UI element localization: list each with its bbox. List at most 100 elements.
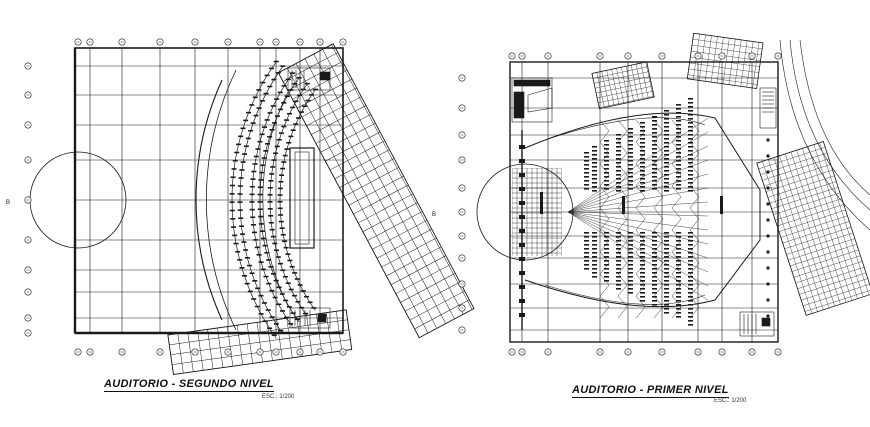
seating-area <box>195 60 318 339</box>
control-booth <box>289 147 315 249</box>
stair-block-bottom <box>739 311 775 337</box>
axis-bubble <box>748 348 756 356</box>
axis-bubble <box>694 348 702 356</box>
section-mark-right: B <box>432 212 436 218</box>
axis-bubble <box>24 288 32 296</box>
axis-bubble <box>508 52 516 60</box>
axis-bubble <box>596 348 604 356</box>
axis-bubble <box>118 348 126 356</box>
axis-bubble <box>24 314 32 322</box>
axis-bubble <box>458 304 466 312</box>
axis-bubble <box>718 348 726 356</box>
axis-bubble <box>191 38 199 46</box>
grid-lines-vertical <box>89 48 321 333</box>
axis-bubble <box>316 348 324 356</box>
axis-bubble <box>156 38 164 46</box>
axis-bubble <box>624 52 632 60</box>
axis-bubble <box>339 38 347 46</box>
stair-block <box>287 67 331 91</box>
rotated-grid-panel <box>277 43 475 339</box>
axis-bubble <box>24 236 32 244</box>
axis-bubble <box>458 131 466 139</box>
plan-primer-nivel: B <box>432 32 870 356</box>
axis-bubble <box>748 52 756 60</box>
axis-bubble <box>458 232 466 240</box>
seat-row <box>277 88 318 311</box>
axis-bubble <box>272 38 280 46</box>
sightlines <box>567 117 709 319</box>
seating-area <box>540 98 723 326</box>
seat-row <box>628 128 633 294</box>
axis-bubble <box>296 348 304 356</box>
service-block <box>511 77 553 123</box>
stair-block-right <box>759 87 777 129</box>
scale-segundo-nivel: ESC.: 1/200 <box>262 394 295 400</box>
seat-row <box>616 134 621 290</box>
axis-bubble <box>156 348 164 356</box>
axis-bubble <box>24 266 32 274</box>
seat-row <box>676 104 681 318</box>
axis-bubble <box>658 348 666 356</box>
axis-bubble <box>24 196 32 204</box>
seat-row <box>604 140 609 282</box>
axis-bubble <box>518 52 526 60</box>
axis-bubble <box>256 38 264 46</box>
auditorium-outline <box>524 112 761 308</box>
axis-bubble <box>24 329 32 337</box>
stair-block-bottom <box>289 307 331 329</box>
axis-bubble <box>296 38 304 46</box>
seat-row <box>267 82 310 317</box>
grid-axis-markers <box>24 38 347 356</box>
axis-bubble <box>191 348 199 356</box>
title-segundo-nivel: AUDITORIO - SEGUNDO NIVEL <box>104 378 274 392</box>
axis-bubble <box>458 104 466 112</box>
axis-bubble <box>718 52 726 60</box>
seat-row <box>664 110 669 314</box>
seat-row <box>237 65 286 334</box>
grid-lines-horizontal <box>510 77 778 331</box>
title-primer-nivel: AUDITORIO - PRIMER NIVEL <box>572 384 729 398</box>
axis-bubble <box>658 52 666 60</box>
axis-bubble <box>316 38 324 46</box>
axis-bubble <box>224 38 232 46</box>
axis-bubble <box>86 38 94 46</box>
seat-row <box>640 122 645 302</box>
axis-bubble <box>224 348 232 356</box>
section-mark-left: B <box>6 200 10 206</box>
seat-row <box>688 98 693 326</box>
seat-row <box>249 72 296 327</box>
axis-bubble <box>24 121 32 129</box>
axis-bubble <box>458 326 466 334</box>
lobby-grid <box>512 168 562 256</box>
axis-bubble <box>272 348 280 356</box>
axis-bubble <box>544 348 552 356</box>
title-text: AUDITORIO - PRIMER NIVEL <box>572 384 729 398</box>
scale-primer-nivel: ESC.: 1/200 <box>714 398 747 404</box>
side-hatch-panel <box>756 141 870 316</box>
axis-bubble <box>86 348 94 356</box>
axis-bubble <box>24 91 32 99</box>
axis-bubble <box>518 348 526 356</box>
axis-bubble <box>458 254 466 262</box>
axis-bubble <box>544 52 552 60</box>
axis-bubble <box>596 52 604 60</box>
axis-bubble <box>458 208 466 216</box>
axis-bubble <box>24 156 32 164</box>
axis-bubble <box>256 348 264 356</box>
axis-bubble <box>694 52 702 60</box>
axis-bubble <box>458 184 466 192</box>
wall-columns <box>519 138 770 318</box>
axis-bubble <box>508 348 516 356</box>
axis-bubble <box>339 348 347 356</box>
seat-row <box>229 60 279 339</box>
grid-lines-horizontal <box>75 65 343 319</box>
axis-bubble <box>74 348 82 356</box>
axis-bubble <box>624 348 632 356</box>
seat-row <box>652 116 657 306</box>
axis-bubble <box>458 156 466 164</box>
axis-bubble <box>774 52 782 60</box>
grid-lines-vertical <box>521 62 779 342</box>
road-curve <box>789 39 870 211</box>
seat-row <box>592 146 597 278</box>
